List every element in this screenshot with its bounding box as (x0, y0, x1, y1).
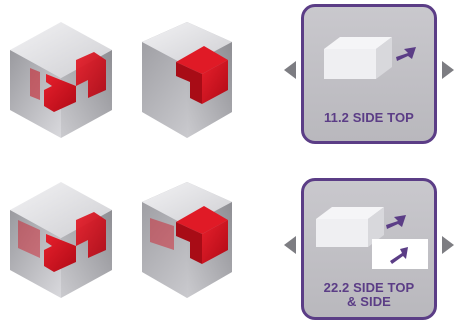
chevron-right-icon[interactable] (442, 236, 454, 254)
chevron-left-icon[interactable] (284, 61, 296, 79)
option-label: 11.2 SIDE TOP (324, 110, 414, 125)
box-with-arrow-icon (316, 207, 428, 269)
option-card-side-top-and-side[interactable]: 22.2 SIDE TOP & SIDE (301, 178, 437, 320)
chevron-right-icon[interactable] (442, 61, 454, 79)
chevron-left-icon[interactable] (284, 236, 296, 254)
cube-front-view-icon (6, 20, 116, 140)
cube-angled-view-icon (132, 20, 242, 140)
option-label: & SIDE (347, 294, 391, 309)
box-with-arrow-icon (324, 37, 416, 79)
cube-front-view-icon (6, 180, 116, 300)
option-card-side-top[interactable]: 11.2 SIDE TOP (301, 4, 437, 144)
option-label: 22.2 SIDE TOP (323, 280, 415, 295)
cube-angled-view-icon (132, 180, 242, 300)
